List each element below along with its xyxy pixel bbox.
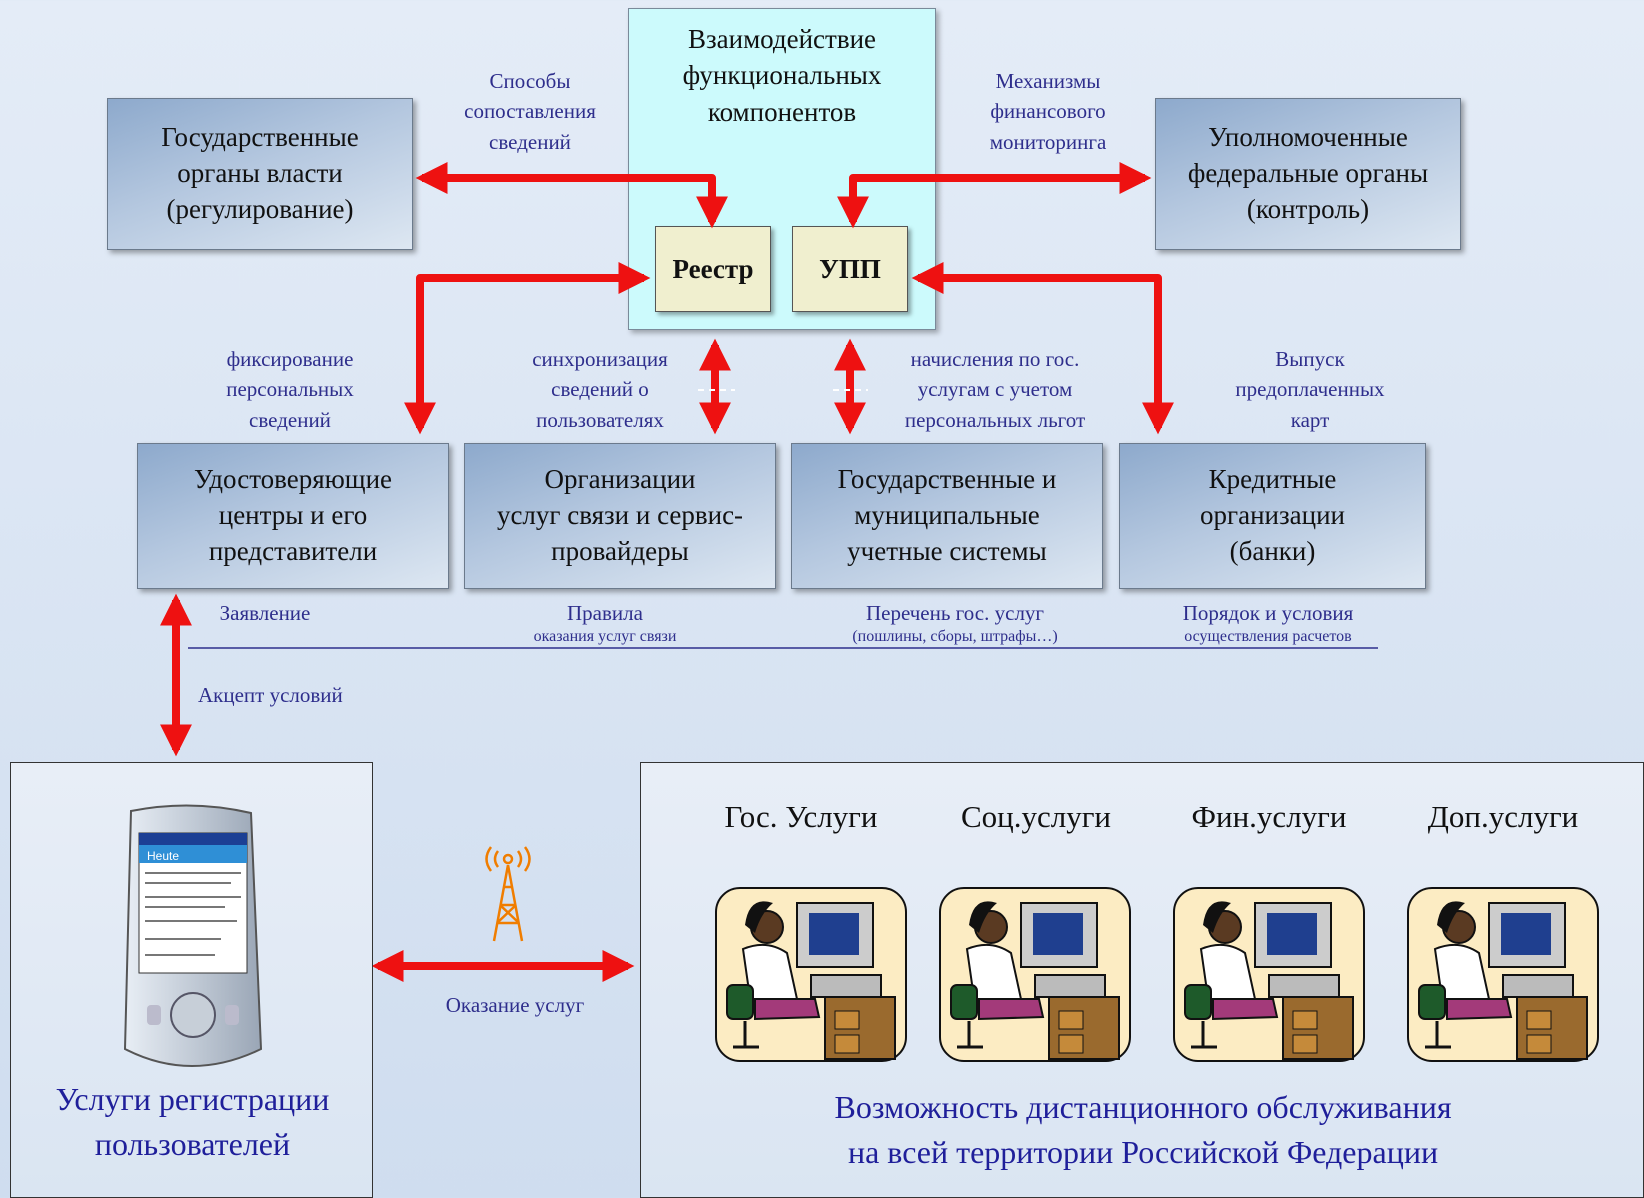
federal-authorities-box: Уполномоченные федеральные органы (контр… [1155, 98, 1461, 250]
operator-icon [1407, 887, 1599, 1062]
operator-icon [939, 887, 1131, 1062]
arrow-upp-banks [911, 262, 1174, 435]
bottom-label-2-sub: (пошлины, сборы, штрафы…) [852, 628, 1058, 646]
mid-box-3: Кредитные организации (банки) [1119, 443, 1426, 589]
center-title: Взаимодействие функциональных компоненто… [682, 24, 882, 127]
mid-label-0: фиксирование персональных сведений [226, 347, 354, 432]
operator-icon [1173, 887, 1365, 1062]
matching-methods-label: Способы сопоставления сведений [464, 69, 596, 154]
upp-box: УПП [792, 226, 908, 312]
registration-panel: Heute Услуги регистрации пользователей [10, 762, 373, 1198]
arrow-registry-centers [404, 262, 651, 435]
registration-text: Услуги регистрации пользователей [55, 1081, 330, 1162]
bottom-label-3: Порядок и условия осуществления расчетов [1148, 600, 1388, 648]
accept-label: Акцепт условий [198, 683, 343, 707]
mid-box-1: Организации услуг связи и сервис- провай… [464, 443, 776, 589]
pda-screen-title: Heute [147, 849, 179, 863]
service-provision-label: Оказание услуг [445, 993, 585, 1017]
mid-box-0: Удостоверяющие центры и его представител… [137, 443, 449, 589]
bottom-label-2-main: Перечень гос. услуг [865, 601, 1045, 625]
bottom-label-3-sub: осуществления расчетов [1184, 628, 1352, 646]
remote-service-text: Возможность дистанционного обслуживания … [834, 1089, 1452, 1170]
bottom-label-2: Перечень гос. услуг (пошлины, сборы, штр… [815, 600, 1095, 648]
service-soc: Соц.услуги [960, 799, 1112, 834]
remote-services-panel: Гос. Услуги Соц.услуги Фин.услуги Доп.ус… [640, 762, 1644, 1198]
bottom-label-0-main: Заявление [219, 601, 311, 625]
arrow-federal-upp [837, 162, 1152, 229]
service-dop: Доп.услуги [1427, 799, 1579, 834]
service-gos: Гос. Услуги [724, 799, 878, 834]
registry-box: Реестр [655, 226, 771, 312]
bottom-label-0: Заявление [200, 600, 330, 627]
service-fin: Фин.услуги [1191, 799, 1347, 834]
financial-monitoring-label: Механизмы финансового мониторинга [989, 69, 1107, 154]
bottom-label-3-main: Порядок и условия [1182, 601, 1354, 625]
bottom-label-1-sub: оказания услуг связи [533, 628, 677, 646]
gov-authorities-box: Государственные органы власти (регулиров… [107, 98, 413, 250]
mid-box-2: Государственные и муниципальные учетные … [791, 443, 1103, 589]
bottom-label-1-main: Правила [567, 601, 643, 625]
antenna-icon [485, 846, 531, 942]
arrow-gov-registry [415, 162, 728, 229]
bottom-label-1: Правила оказания услуг связи [495, 600, 715, 648]
mid-label-3: Выпуск предоплаченных карт [1235, 347, 1385, 432]
pda-device-icon: Heute [123, 804, 263, 1067]
operator-icon [715, 887, 907, 1062]
